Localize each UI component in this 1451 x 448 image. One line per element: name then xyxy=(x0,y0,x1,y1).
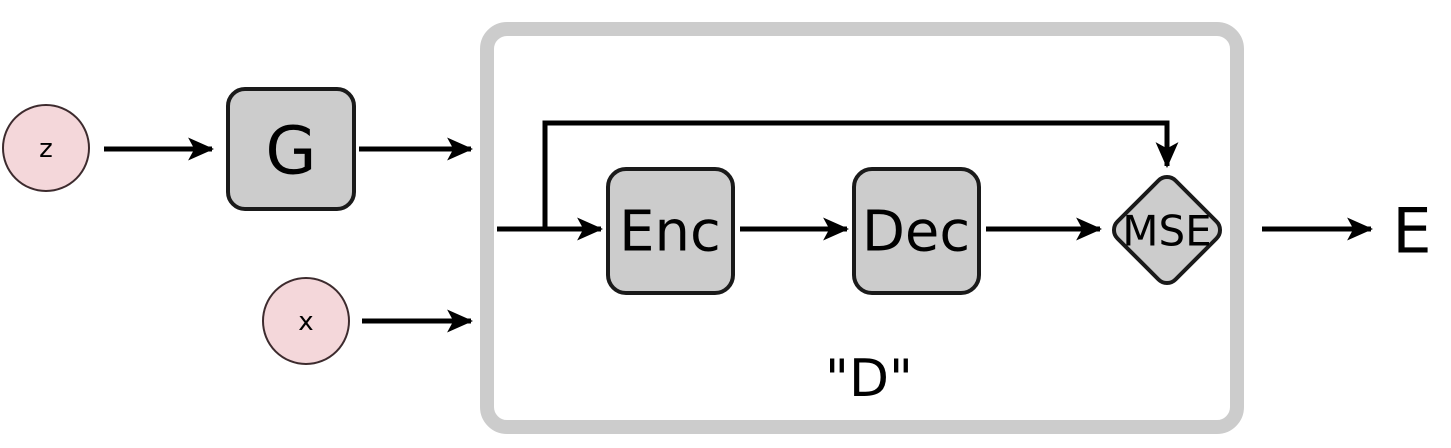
group-box-D: "D" xyxy=(480,22,1244,434)
block-G-rect[interactable] xyxy=(226,87,356,211)
block-Enc-label: Enc xyxy=(619,200,721,265)
edge-group xyxy=(104,120,1374,333)
block-Dec-rect[interactable] xyxy=(852,167,981,295)
block-Enc[interactable]: Enc xyxy=(606,167,735,295)
block-G-label: G xyxy=(265,113,316,190)
block-MSE[interactable]: MSE xyxy=(1109,172,1225,288)
input-node-x-circle[interactable] xyxy=(262,277,350,365)
input-node-z-circle[interactable] xyxy=(2,104,90,192)
block-MSE-label: MSE xyxy=(1122,207,1211,256)
block-MSE-diamond[interactable] xyxy=(1109,172,1225,288)
input-node-x-label: x xyxy=(298,307,313,337)
group-box-D-label: "D" xyxy=(825,349,913,409)
input-node-x[interactable]: x xyxy=(262,277,350,365)
block-Dec[interactable]: Dec xyxy=(852,167,981,295)
group-box-D-border xyxy=(480,22,1244,434)
input-node-z-label: z xyxy=(39,134,53,164)
input-node-z[interactable]: z xyxy=(2,104,90,192)
edge-skip-connection-to-MSE xyxy=(542,120,1179,229)
block-Enc-rect[interactable] xyxy=(606,167,735,295)
block-G[interactable]: G xyxy=(226,87,356,211)
output-node-E-label: E xyxy=(1392,195,1431,268)
block-Dec-label: Dec xyxy=(862,200,970,265)
